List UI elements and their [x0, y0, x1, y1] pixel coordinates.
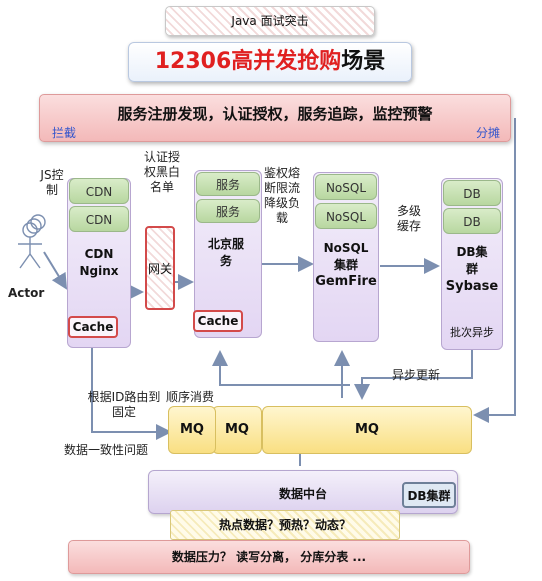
actor-label: Actor	[8, 286, 45, 300]
note-route: 根据ID路由到固定	[87, 390, 161, 419]
service-box-1: 服务	[196, 172, 260, 196]
cdn-nginx-label: CDN Nginx	[79, 247, 119, 278]
actor-icon	[18, 214, 46, 269]
nosql-main-label: NoSQL集群	[323, 241, 369, 272]
data-platform-label: 数据中台	[279, 487, 328, 501]
note-guard: 鉴权熔断限流降级负载	[264, 166, 301, 225]
mq-large: MQ	[262, 406, 472, 454]
platform-db-cluster: DB集群	[402, 482, 456, 508]
cdn-box-1: CDN	[69, 178, 129, 204]
service-box-2: 服务	[196, 199, 260, 223]
db-main-label: DB集群	[456, 245, 488, 276]
mq-small-b-label: MQ	[225, 422, 249, 437]
title-red: 12306高并发抢购	[154, 49, 342, 74]
cdn-cache: Cache	[68, 316, 118, 338]
cdn-box-2: CDN	[69, 206, 129, 232]
banner-to-mq-arrow	[473, 118, 516, 423]
header-tag: Java 面试突击	[165, 6, 375, 36]
note-consistency: 数据一致性问题	[64, 443, 149, 457]
note-sequential: 顺序消费	[166, 390, 215, 404]
note-async-update: 异步更新	[391, 368, 440, 382]
banner-left-tag: 拦截	[52, 126, 77, 140]
banner: 服务注册发现，认证授权，服务追踪，监控预警 拦截 分摊	[39, 94, 511, 142]
service-main-label: 北京服务	[207, 237, 244, 268]
mq-large-label: MQ	[355, 422, 379, 437]
footer-text: 数据压力？ 读写分离， 分库分表 ...	[171, 550, 367, 564]
db-to-mq-arrow	[354, 350, 473, 400]
service-cache: Cache	[193, 310, 243, 332]
nosql-column	[313, 172, 379, 342]
mq-small-a-label: MQ	[180, 422, 204, 437]
hot-data-box: 热点数据？预热？动态？	[170, 510, 400, 540]
title-black: 场景	[341, 49, 386, 74]
actor-to-cdn-arrow	[43, 251, 68, 290]
banner-right-tag: 分摊	[475, 126, 500, 140]
gateway-label: 网关	[147, 262, 172, 276]
nosql-box-1: NoSQL	[315, 174, 377, 200]
nosql-gemfire-label: GemFire	[315, 274, 377, 289]
db-batch-label: 批次异步	[450, 326, 494, 339]
nosql-box-2: NoSQL	[315, 203, 377, 229]
banner-text: 服务注册发现，认证授权，服务追踪，监控预警	[117, 105, 433, 123]
note-auth: 认证授权黑白名单	[144, 150, 181, 194]
db-box-2: DB	[443, 208, 501, 234]
mq-small-a: MQ	[168, 406, 216, 454]
gateway-box: 网关	[145, 226, 175, 310]
mq-to-service-arrow	[212, 350, 350, 386]
header-tag-text: Java 面试突击	[231, 14, 309, 28]
title-box: 12306高并发抢购场景	[128, 42, 412, 82]
db-column	[441, 178, 503, 350]
db-box-1: DB	[443, 180, 501, 206]
note-multi-cache: 多级缓存	[396, 204, 421, 233]
db-sybase-label: Sybase	[445, 279, 499, 294]
cdn-to-mq-arrow	[91, 348, 172, 440]
footer-banner: 数据压力？ 读写分离， 分库分表 ...	[68, 540, 470, 574]
hot-data-label: 热点数据？预热？动态？	[218, 518, 351, 532]
note-js: JS控制	[40, 168, 64, 197]
mq-small-b: MQ	[212, 406, 262, 454]
